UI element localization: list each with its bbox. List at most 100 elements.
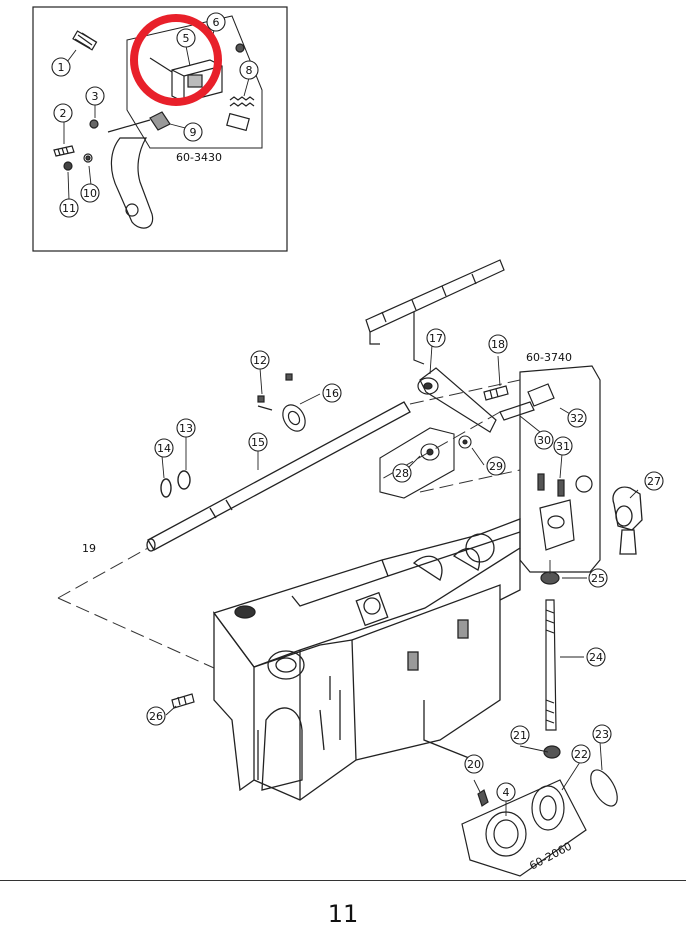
callout-circle (488, 334, 508, 354)
callout-number: 14 (157, 442, 171, 455)
callout-18: 18 (488, 334, 508, 354)
callout-circle (248, 432, 268, 452)
callout-number: 4 (503, 786, 510, 799)
callout-number: 16 (325, 387, 339, 400)
screw-26 (171, 693, 195, 709)
callout-circle (486, 456, 506, 476)
leader-lines (161, 344, 639, 816)
group-code-60-3740: 60-3740 (526, 351, 572, 364)
callout-circle (80, 183, 100, 203)
callout-10: 10 (80, 183, 100, 203)
callout-number: 13 (179, 422, 193, 435)
dashed-assembly-lines (57, 379, 551, 669)
callout-number: 5 (183, 32, 190, 45)
callout-number: 29 (489, 460, 503, 473)
callout-circle (176, 418, 196, 438)
callout-number: 22 (574, 748, 588, 761)
callout-number: 15 (251, 436, 265, 449)
callout-2: 2 (53, 103, 73, 123)
callout-number: 26 (149, 710, 163, 723)
machine-arm-body (212, 518, 521, 801)
callout-number: 12 (253, 354, 267, 367)
callout-circle (146, 706, 166, 726)
callout-26: 26 (146, 706, 166, 726)
callout-30: 30 (534, 430, 554, 450)
group-60-3740 (499, 365, 601, 573)
callout-29: 29 (486, 456, 506, 476)
callout-20: 20 (464, 754, 484, 774)
part-27 (612, 486, 643, 555)
callout-circle (567, 408, 587, 428)
callout-number: 11 (62, 202, 76, 215)
retaining-rings-13-14 (160, 470, 191, 498)
callout-8: 8 (239, 60, 259, 80)
callout-circle (426, 328, 446, 348)
group-60-2060 (461, 745, 618, 877)
highlight-ring (130, 14, 222, 106)
callout-circle (553, 436, 573, 456)
callout-31: 31 (553, 436, 573, 456)
callout-number: 23 (595, 728, 609, 741)
callout-15: 15 (248, 432, 268, 452)
callout-circle (239, 60, 259, 80)
callout-circle (592, 724, 612, 744)
callout-6: 6 (206, 12, 226, 32)
callout-24: 24 (586, 647, 606, 667)
callout-1: 1 (51, 57, 71, 77)
callout-13: 13 (176, 418, 196, 438)
callout-circle (464, 754, 484, 774)
inset-screw-1 (72, 30, 98, 51)
callout-circle (250, 350, 270, 370)
callout-number: 30 (537, 434, 551, 447)
main-shaft-15 (146, 401, 411, 552)
callout-number: 1 (58, 61, 65, 74)
callout-number: 8 (246, 64, 253, 77)
callout-22: 22 (571, 744, 591, 764)
callout-circle (85, 86, 105, 106)
callout-14: 14 (154, 438, 174, 458)
callout-11: 11 (59, 198, 79, 218)
callout-number: 32 (570, 412, 584, 425)
callout-circle (51, 57, 71, 77)
callout-23: 23 (592, 724, 612, 744)
callout-number: 27 (647, 475, 661, 488)
inset-lever-9 (107, 111, 171, 229)
callout-circle (571, 744, 591, 764)
callout-circle (392, 463, 412, 483)
group-code-60-3430: 60-3430 (176, 151, 222, 164)
screw-18 (483, 385, 509, 401)
callout-5: 5 (176, 28, 196, 48)
callout-circle (53, 103, 73, 123)
inset-spring-8 (226, 43, 255, 132)
callout-circle (588, 568, 608, 588)
group-code-60-2060: 60-2060 (527, 840, 574, 873)
callout-number: 25 (591, 572, 605, 585)
collar-16 (257, 373, 306, 432)
callout-number: 18 (491, 338, 505, 351)
page-number: 11 (327, 900, 359, 928)
callout-circle (534, 430, 554, 450)
callout-number: 6 (213, 16, 220, 29)
part-label-19: 19 (82, 542, 96, 555)
callout-12: 12 (250, 350, 270, 370)
callout-4: 4 (496, 782, 516, 802)
inset-bracket-5 (149, 57, 223, 103)
callout-32: 32 (567, 408, 587, 428)
callout-circle (586, 647, 606, 667)
callout-21: 21 (510, 725, 530, 745)
vertical-shaft-24 (540, 571, 560, 731)
callout-circle (496, 782, 516, 802)
callout-number: 20 (467, 758, 481, 771)
callout-9: 9 (183, 122, 203, 142)
callout-circle (59, 198, 79, 218)
callout-number: 2 (60, 107, 67, 120)
callout-number: 31 (556, 440, 570, 453)
callout-circle (644, 471, 664, 491)
callout-number: 9 (190, 126, 197, 139)
callout-circle (183, 122, 203, 142)
callout-number: 24 (589, 651, 603, 664)
callout-circle (322, 383, 342, 403)
callout-number: 10 (83, 187, 97, 200)
